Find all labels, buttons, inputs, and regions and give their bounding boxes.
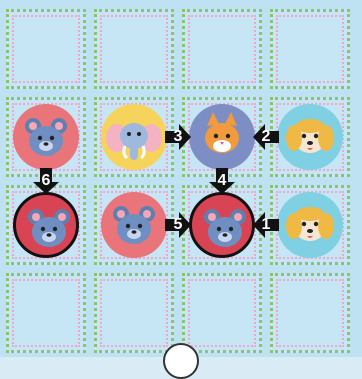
move-arrow-left-icon: 2	[251, 122, 281, 152]
bear-token[interactable]	[13, 104, 79, 170]
board-cell[interactable]	[182, 273, 262, 353]
move-arrow-right-icon: 5	[163, 210, 193, 240]
bear-token[interactable]	[13, 192, 79, 258]
move-arrow-right-icon: 3	[163, 122, 193, 152]
move-number: 5	[174, 216, 183, 234]
move-arrow-down-icon: 6	[31, 166, 61, 196]
board-cell[interactable]	[270, 273, 350, 353]
bear-token[interactable]	[189, 192, 255, 258]
game-board: 1 2 3 4 5 6	[0, 0, 362, 357]
move-number: 1	[262, 216, 271, 234]
board-cell[interactable]	[182, 9, 262, 89]
move-number: 3	[174, 128, 183, 146]
board-cell[interactable]	[270, 9, 350, 89]
move-arrow-left-icon: 1	[251, 210, 281, 240]
dog-token[interactable]	[277, 192, 343, 258]
move-number: 6	[42, 172, 51, 190]
dog-token[interactable]	[277, 104, 343, 170]
board-cell[interactable]	[6, 273, 86, 353]
board-cell[interactable]	[94, 9, 174, 89]
move-number: 4	[218, 172, 227, 190]
move-arrow-down-icon: 4	[207, 166, 237, 196]
elephant-token[interactable]	[101, 104, 167, 170]
bear-token[interactable]	[101, 192, 167, 258]
round-button-icon[interactable]	[163, 343, 199, 379]
board-cell[interactable]	[6, 9, 86, 89]
cat-token[interactable]	[189, 104, 255, 170]
board-cell[interactable]	[94, 273, 174, 353]
move-number: 2	[262, 128, 271, 146]
